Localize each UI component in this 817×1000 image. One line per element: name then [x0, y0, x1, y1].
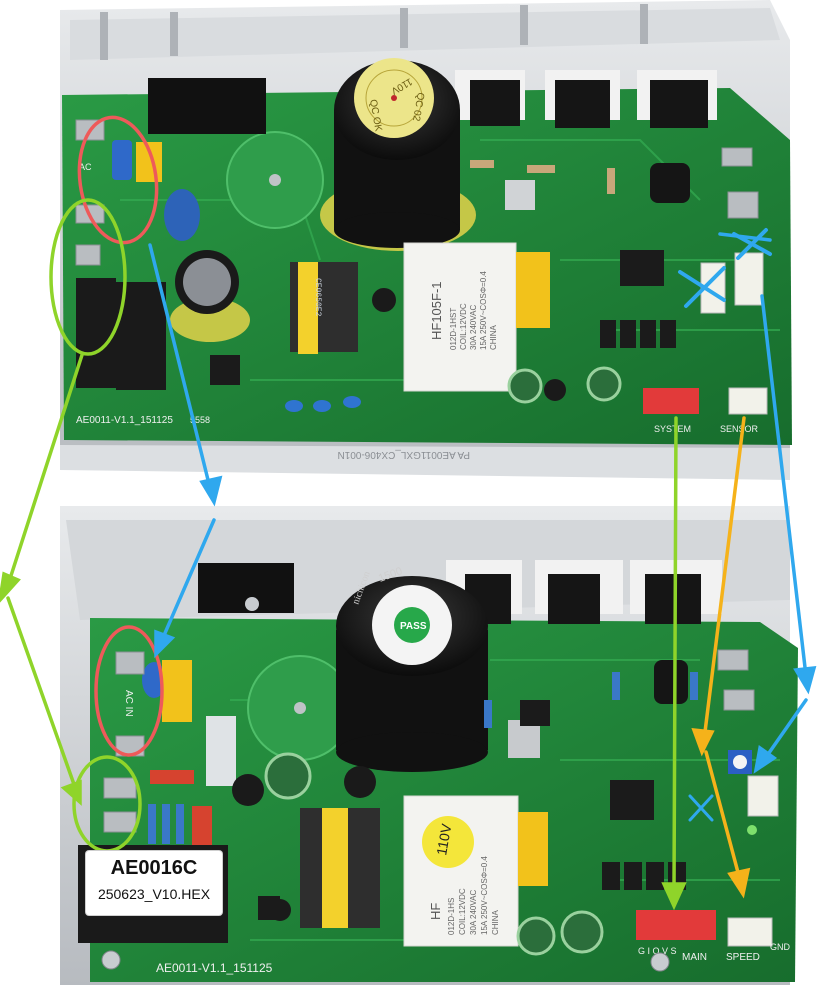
blue-arrow-icon: [793, 665, 817, 695]
cap-sticker-text-3: QC 02: [410, 91, 426, 122]
top-sensor-connector: [728, 387, 768, 415]
top-bulk-capacitor: 110V QC OK QC 02: [334, 58, 460, 248]
blue-x-icon: [732, 228, 772, 260]
top-system-label: SYSTEM: [654, 424, 691, 434]
red-circle-icon: [77, 115, 159, 245]
blue-x-icon: [688, 794, 714, 822]
blue-arrow-icon: [753, 744, 778, 774]
green-arrow-icon: [661, 882, 687, 911]
top-relay-origin: CHINA: [489, 324, 498, 350]
bottom-main-pins: G I O V S: [638, 946, 677, 956]
top-relay: HF105F-1 012D-1HST COIL:12VDC 30A 240VAC…: [403, 242, 517, 392]
sticker-firmware-version: 250623_V10.HEX: [97, 886, 211, 902]
bottom-bulk-capacitor: PASS nichicon 1500: [336, 565, 488, 772]
orange-arrow-icon: [727, 867, 751, 899]
top-heatsink-text: PA AE0011GXL_CX406-001N: [338, 449, 471, 460]
bottom-relay-spec: COIL:12VDC: [458, 888, 467, 935]
sticker-board-code: AE0016C: [110, 857, 198, 879]
top-relay-rating: 30A 240VAC: [469, 305, 478, 350]
bottom-relay-origin: CHINA: [491, 909, 500, 935]
bottom-relay-sticker: 110V: [433, 822, 454, 857]
top-relay-spec: COIL:12VDC: [459, 303, 468, 350]
top-board-num: 5558: [190, 415, 210, 425]
top-bridge-rectifier: [148, 78, 266, 134]
green-circle-icon: [49, 198, 127, 356]
bottom-relay-cos: 15A 250V~COSΦ=0.4: [480, 856, 489, 935]
top-ac-label: AC: [79, 162, 92, 172]
bottom-board-id: AE0011-V1.1_151125: [156, 961, 273, 975]
blue-arrow-icon: [154, 629, 176, 659]
blue-x-icon: [678, 266, 726, 308]
top-board-id: AE0011-V1.1_151125: [76, 415, 173, 426]
bottom-relay: 110V HF 012D-1HS COIL:12VDC 30A 240VAC 1…: [403, 795, 519, 947]
cap-pass-text: PASS: [400, 621, 427, 632]
bottom-relay-model: HF: [428, 903, 443, 920]
annotations: [0, 115, 817, 911]
bottom-speed-label: SPEED: [726, 952, 760, 963]
top-relay-model: HF105F-1: [429, 281, 444, 340]
bottom-gnd-label: GND: [770, 942, 791, 952]
top-board: 110V QC OK QC 02 CE0650E2 HF105F-1 012D-…: [60, 0, 792, 480]
orange-arrow-icon: [691, 727, 715, 757]
transformer-label: CE0650E2: [313, 278, 322, 317]
bottom-speed-connector: [727, 917, 773, 947]
blue-arrow-icon: [199, 475, 223, 507]
top-sensor-label: SENSOR: [720, 424, 759, 434]
green-arrow-icon: [60, 779, 82, 806]
bottom-relay-coil: 012D-1HS: [447, 898, 456, 935]
top-system-connector: [643, 388, 699, 414]
bottom-main-connector: [636, 910, 716, 940]
top-left-relay-1: [76, 278, 116, 388]
red-circle-icon: [94, 625, 164, 757]
top-relay-cos: 15A 250V~COSΦ=0.4: [479, 271, 488, 350]
firmware-sticker: AE0016C 250623_V10.HEX: [86, 851, 222, 915]
bottom-relay-rating: 30A 240VAC: [469, 890, 478, 935]
green-arrow-icon: [0, 571, 21, 603]
bottom-main-label: MAIN: [682, 952, 707, 963]
bottom-ac-in: AC IN: [123, 690, 134, 717]
top-relay-coil: 012D-1HST: [449, 308, 458, 350]
